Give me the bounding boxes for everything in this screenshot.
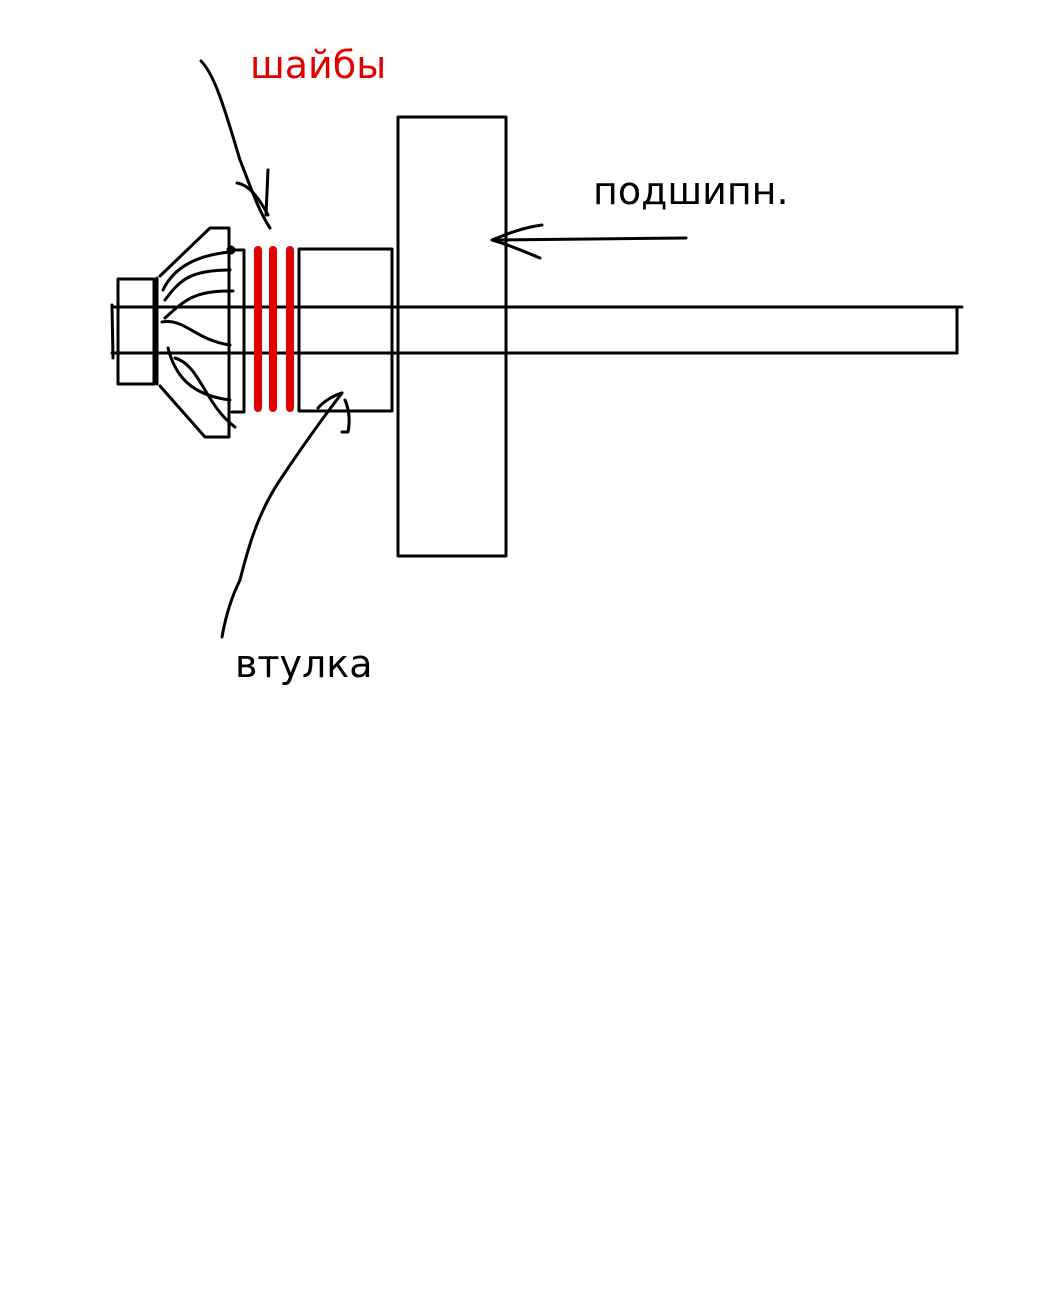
shaft	[110, 303, 964, 360]
washers-leader	[199, 59, 272, 230]
bushing-leader	[220, 391, 351, 639]
bearing-label: подшипн.	[593, 169, 789, 213]
spacer	[226, 245, 246, 414]
bearing-arrow	[490, 223, 688, 260]
bushing	[297, 247, 394, 413]
nut	[116, 276, 159, 386]
washers-label: шайбы	[250, 43, 387, 87]
bearing	[396, 115, 508, 558]
washers	[254, 246, 294, 412]
bushing-label: втулка	[235, 642, 373, 686]
cone-part	[158, 226, 237, 439]
